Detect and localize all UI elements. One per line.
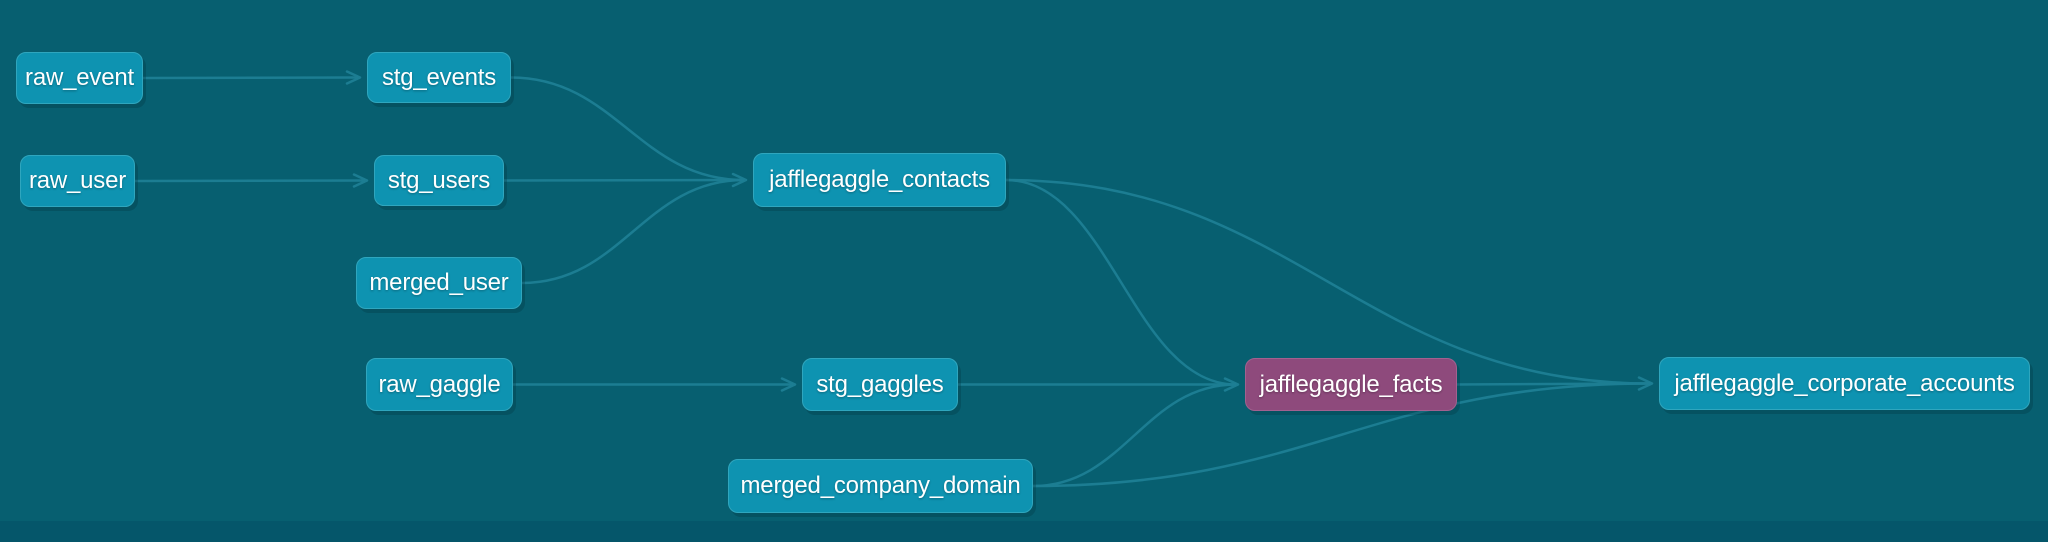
node-raw_gaggle[interactable]: raw_gaggle [366,358,513,411]
node-label: stg_gaggles [816,370,944,398]
node-label: jafflegaggle_contacts [769,166,990,193]
node-label: raw_user [28,167,127,194]
edge-stg_users-to-jafflegaggle_contacts [503,178,745,182]
node-merged_user[interactable]: merged_user [356,257,522,309]
arrowhead-into-stg_events [345,70,362,85]
edge-merged_company_domain-to-jafflegaggle_facts [1032,383,1237,488]
node-label: raw_event [25,64,134,91]
edge-stg_events-to-jafflegaggle_contacts [510,76,745,182]
node-label: raw_gaggle [378,370,501,398]
node-raw_event[interactable]: raw_event [16,52,143,104]
arrowhead-into-jafflegaggle_facts [1223,377,1240,392]
node-label: merged_company_domain [740,472,1021,499]
arrowhead-into-jafflegaggle_contacts [731,172,748,188]
node-label: jafflegaggle_facts [1259,370,1443,398]
node-jafflegaggle_contacts[interactable]: jafflegaggle_contacts [753,153,1006,207]
edge-merged_user-to-jafflegaggle_contacts [521,178,745,285]
edge-merged_company_domain-to-jafflegaggle_corporate_accounts [1032,382,1651,488]
bottom-bar [0,521,2048,542]
node-label: stg_events [381,63,497,91]
node-stg_events[interactable]: stg_events [367,52,511,103]
edge-jafflegaggle_contacts-to-jafflegaggle_corporate_accounts [1005,178,1651,385]
edge-jafflegaggle_facts-to-jafflegaggle_corporate_accounts [1456,382,1651,386]
edge-raw_user-to-stg_users [134,179,366,183]
node-stg_users[interactable]: stg_users [374,155,504,206]
edge-jafflegaggle_contacts-to-jafflegaggle_facts [1005,178,1237,386]
node-jafflegaggle_facts[interactable]: jafflegaggle_facts [1245,358,1457,411]
arrowhead-into-stg_gaggles [780,377,797,392]
node-label: stg_users [387,166,491,194]
node-raw_user[interactable]: raw_user [20,155,135,207]
edge-raw_event-to-stg_events [142,76,359,80]
node-stg_gaggles[interactable]: stg_gaggles [802,358,958,411]
node-label: merged_user [369,269,509,296]
arrowhead-into-stg_users [352,173,369,188]
arrowhead-into-jafflegaggle_corporate_accounts [1637,376,1654,391]
node-merged_company_domain[interactable]: merged_company_domain [728,459,1033,513]
node-label: jafflegaggle_corporate_accounts [1674,369,2015,397]
node-jafflegaggle_corporate_accounts[interactable]: jafflegaggle_corporate_accounts [1659,357,2030,410]
